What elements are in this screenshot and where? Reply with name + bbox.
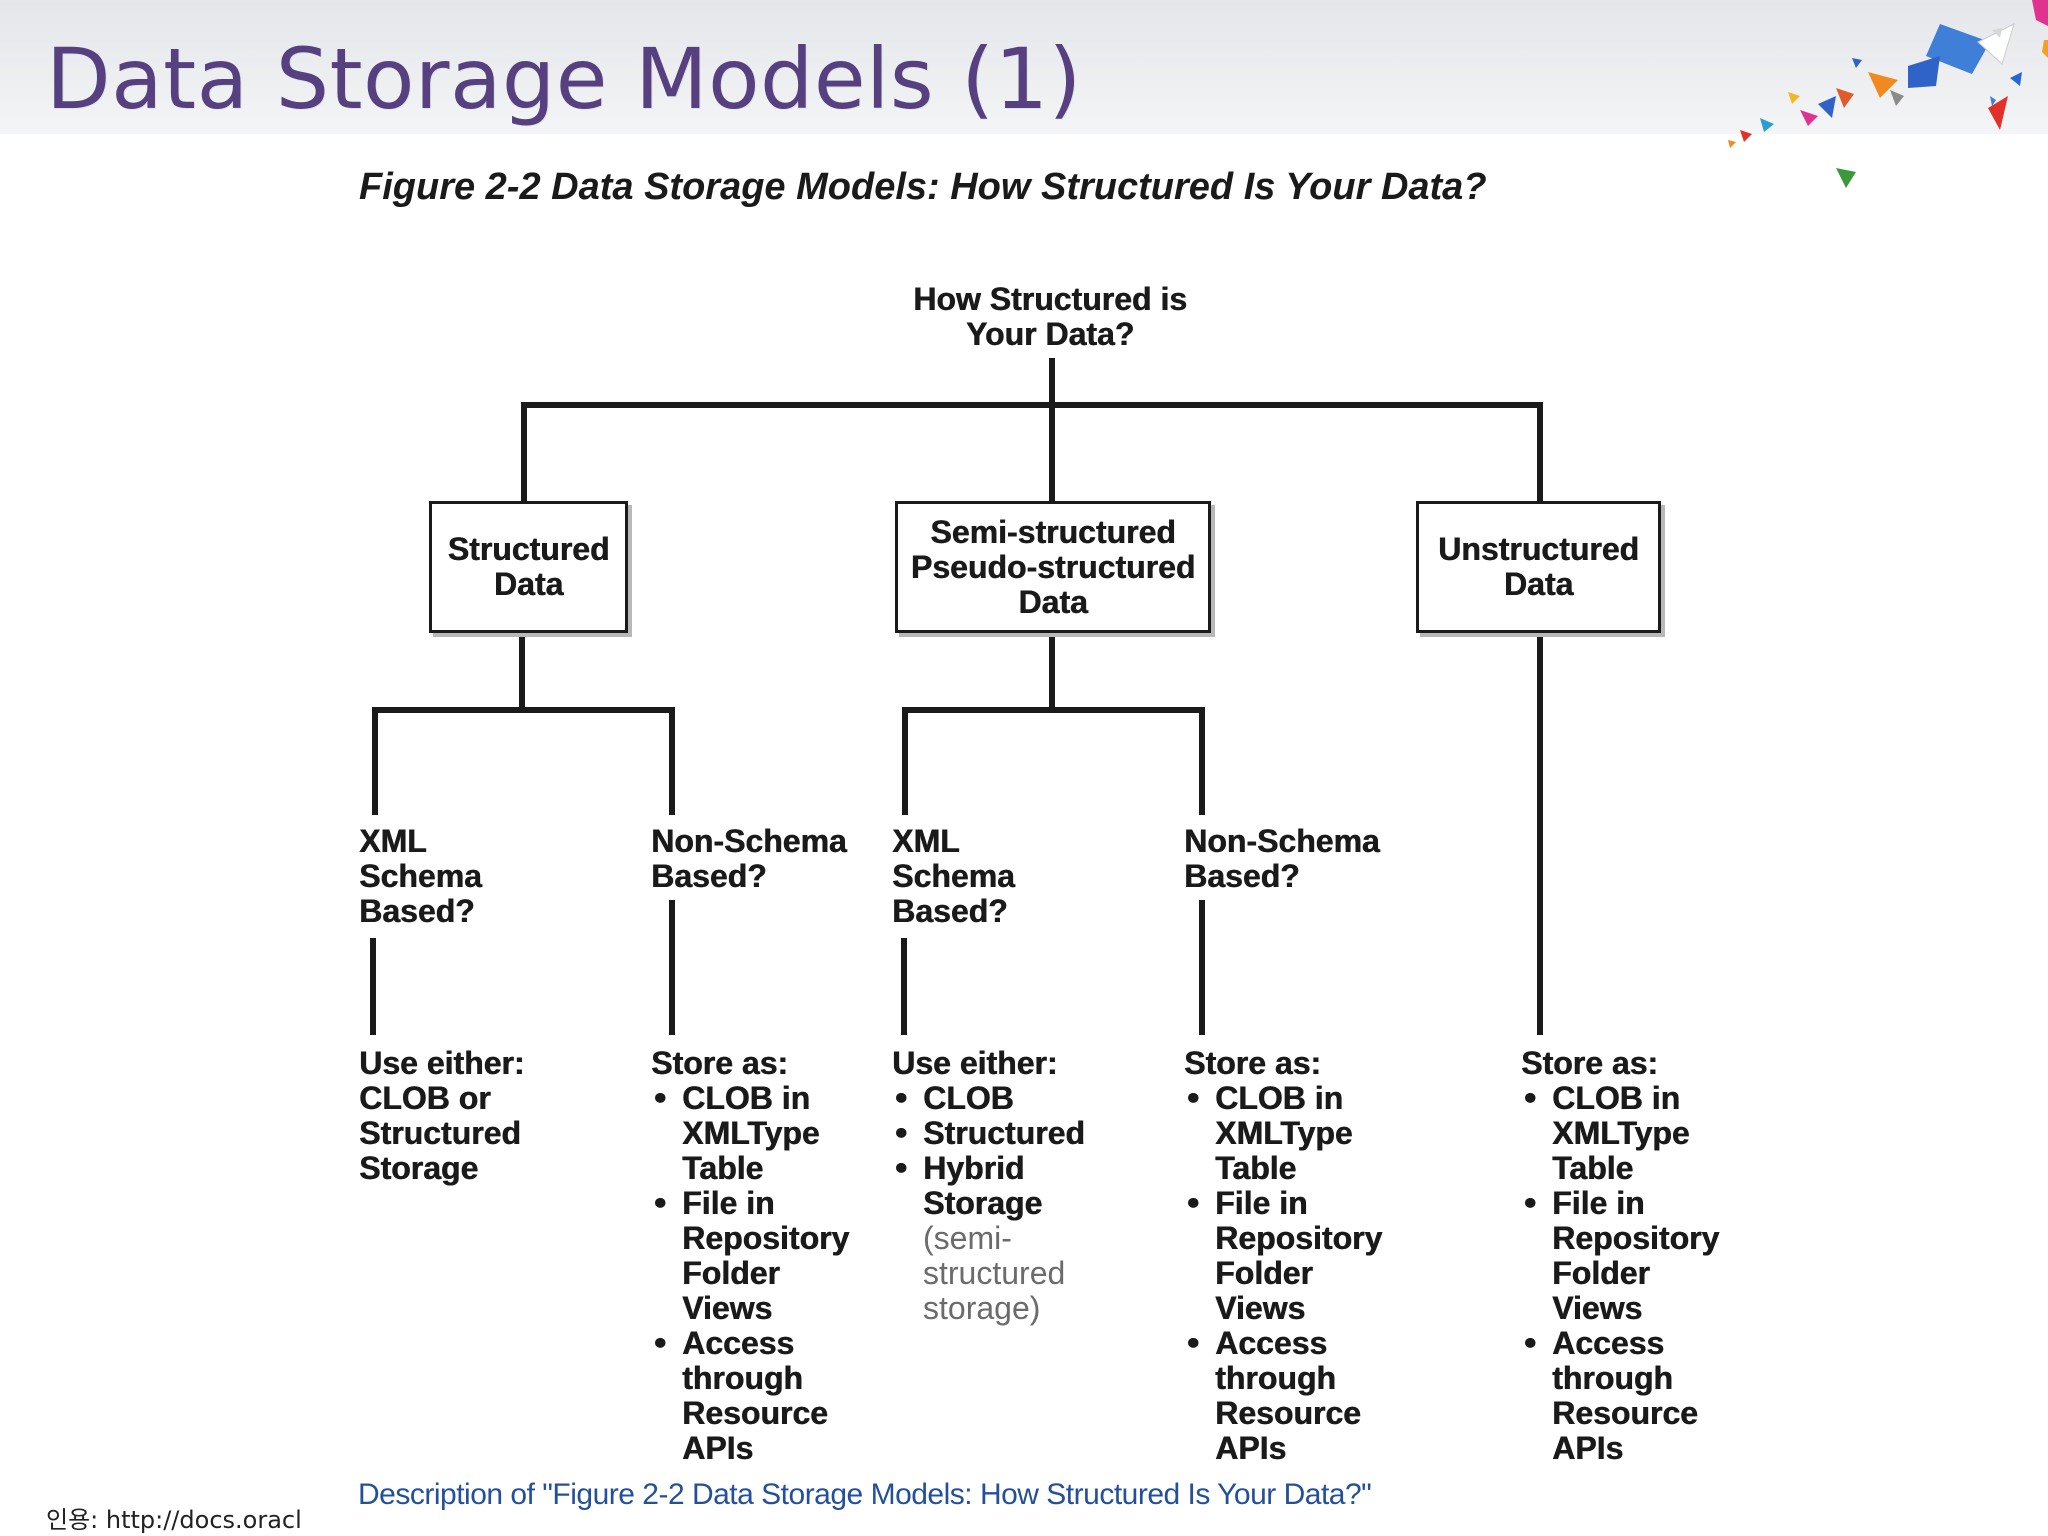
structured-schema-question: XML Schema Based? <box>359 823 482 929</box>
semi-nonschema-storage: Store as: CLOB in XMLType Table File in … <box>1184 1046 1382 1466</box>
list-item: Structured <box>892 1116 1085 1152</box>
semi-schema-question: XML Schema Based? <box>892 823 1015 929</box>
semi-schema-intro: Use either: <box>892 1045 1058 1081</box>
structured-nonschema-question: Non-Schema Based? <box>651 823 847 894</box>
root-question: How Structured is Your Data? <box>913 281 1187 352</box>
list-item: CLOB in XMLType Table <box>651 1081 849 1186</box>
list-item: Access through Resource APIs <box>651 1326 849 1466</box>
figure-caption: Figure 2-2 Data Storage Models: How Stru… <box>359 166 1487 208</box>
list-item: Hybrid Storage <box>892 1151 1085 1221</box>
semi-schema-note: (semi- structured storage) <box>923 1220 1066 1326</box>
list-item: File in Repository Folder Views <box>651 1186 849 1326</box>
list-item: CLOB in XMLType Table <box>1521 1081 1719 1186</box>
unstructured-data-label: Unstructured Data <box>1438 531 1639 602</box>
list-item: CLOB <box>892 1081 1085 1117</box>
structured-nonschema-intro: Store as: <box>651 1045 788 1081</box>
source-citation: 인용: http://docs.oracl <box>46 1506 302 1534</box>
list-item: File in Repository Folder Views <box>1521 1186 1719 1326</box>
structured-schema-storage: Use either: CLOB or Structured Storage <box>359 1046 524 1186</box>
slide-title: Data Storage Models (1) <box>46 30 1082 128</box>
structured-nonschema-list: CLOB in XMLType Table File in Repository… <box>651 1081 849 1466</box>
unstructured-intro: Store as: <box>1521 1045 1658 1081</box>
description-link[interactable]: Description of "Figure 2-2 Data Storage … <box>358 1478 1372 1511</box>
list-item: Access through Resource APIs <box>1184 1326 1382 1466</box>
header-band <box>0 0 2048 134</box>
structured-nonschema-storage: Store as: CLOB in XMLType Table File in … <box>651 1046 849 1466</box>
structured-schema-storage-text: Use either: CLOB or Structured Storage <box>359 1045 525 1186</box>
list-item: CLOB in XMLType Table <box>1184 1081 1382 1186</box>
semi-nonschema-question: Non-Schema Based? <box>1184 823 1380 894</box>
list-item: File in Repository Folder Views <box>1184 1186 1382 1326</box>
semi-nonschema-list: CLOB in XMLType Table File in Repository… <box>1184 1081 1382 1466</box>
decorative-shapes <box>1728 0 2048 188</box>
semi-schema-storage: Use either: CLOB Structured Hybrid Stora… <box>892 1046 1085 1326</box>
list-item: Access through Resource APIs <box>1521 1326 1719 1466</box>
semi-nonschema-intro: Store as: <box>1184 1045 1321 1081</box>
unstructured-list: CLOB in XMLType Table File in Repository… <box>1521 1081 1719 1466</box>
unstructured-storage: Store as: CLOB in XMLType Table File in … <box>1521 1046 1719 1466</box>
semi-structured-data-box: Semi-structured Pseudo-structured Data <box>895 501 1211 633</box>
structured-data-box: Structured Data <box>429 501 628 633</box>
semi-structured-data-label: Semi-structured Pseudo-structured Data <box>910 513 1196 620</box>
unstructured-data-box: Unstructured Data <box>1416 501 1661 633</box>
semi-schema-list: CLOB Structured Hybrid Storage <box>892 1081 1085 1221</box>
structured-data-label: Structured Data <box>447 531 610 602</box>
